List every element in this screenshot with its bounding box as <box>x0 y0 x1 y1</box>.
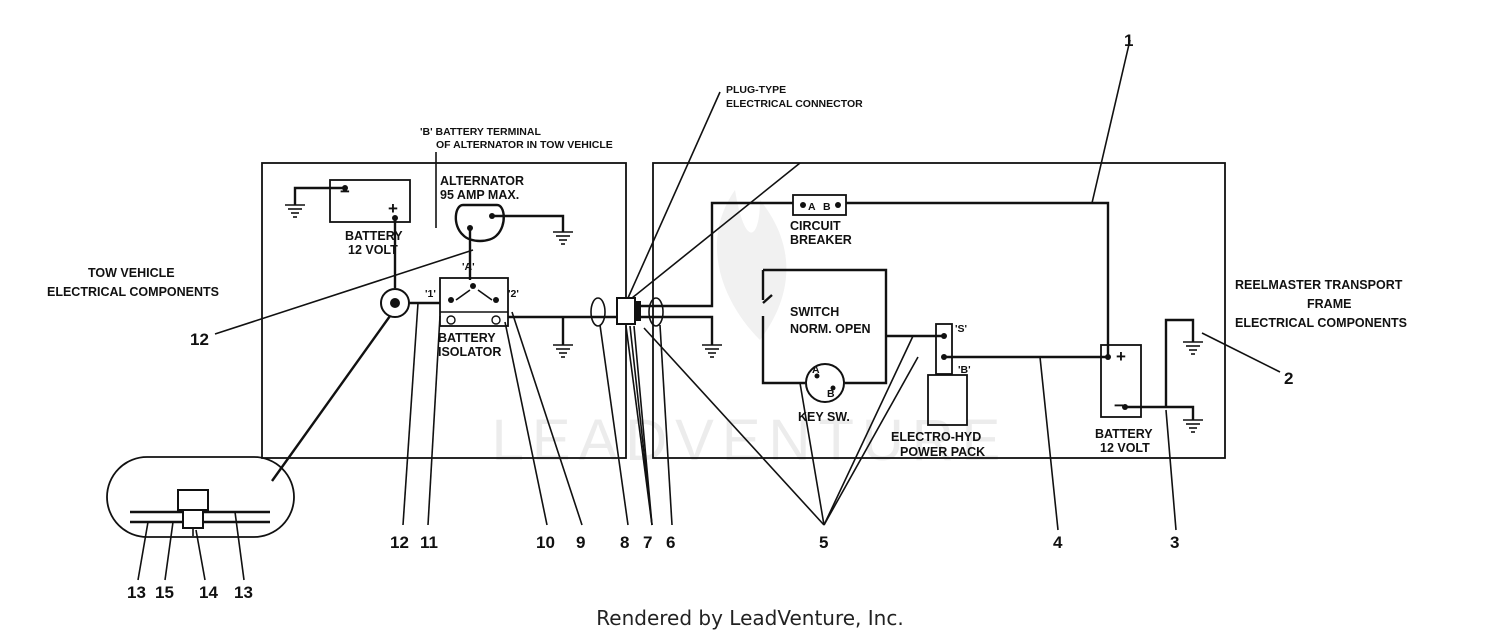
svg-text:+: + <box>1116 347 1126 366</box>
ground-stud-detail <box>106 456 295 538</box>
svg-text:ALTERNATOR: ALTERNATOR <box>440 174 524 188</box>
callout-13-b: 13 <box>234 583 253 602</box>
svg-text:95 AMP MAX.: 95 AMP MAX. <box>440 188 519 202</box>
ground-icon <box>285 204 305 218</box>
callout-numbers: 1 2 3 4 5 6 7 8 9 10 11 12 12 13 15 14 1… <box>127 31 1293 602</box>
callout-5: 5 <box>819 533 828 552</box>
callout-7: 7 <box>643 533 652 552</box>
svg-text:−: − <box>340 182 350 201</box>
reelmaster-label-2: FRAME <box>1307 297 1351 311</box>
switch-label-2: NORM. OPEN <box>790 322 871 336</box>
svg-text:ELECTRO-HYD: ELECTRO-HYD <box>891 430 981 444</box>
watermark: LEADVENTURE <box>492 190 1000 473</box>
svg-text:ISOLATOR: ISOLATOR <box>438 345 501 359</box>
ground-icon <box>1183 419 1203 433</box>
svg-text:12 VOLT: 12 VOLT <box>348 243 398 257</box>
battery-left: − + BATTERY 12 VOLT <box>329 179 411 257</box>
svg-text:B: B <box>827 388 835 400</box>
grommet-icon <box>380 288 410 318</box>
svg-text:'S': 'S' <box>955 323 967 335</box>
svg-text:B: B <box>823 201 831 213</box>
svg-text:A: A <box>808 201 816 213</box>
callout-13-a: 13 <box>127 583 146 602</box>
tow-vehicle-label-2: ELECTRICAL COMPONENTS <box>47 285 219 299</box>
key-switch: A B KEY SW. <box>798 363 850 424</box>
footer-credit: Rendered by LeadVenture, Inc. <box>596 606 904 630</box>
svg-text:'1': '1' <box>425 288 436 300</box>
svg-text:'B': 'B' <box>958 364 971 376</box>
callout-6: 6 <box>666 533 675 552</box>
callout-8: 8 <box>620 533 629 552</box>
callout-12-left: 12 <box>190 330 209 349</box>
ground-icon <box>702 344 722 358</box>
svg-text:BATTERY: BATTERY <box>1095 427 1153 441</box>
callout-2: 2 <box>1284 369 1293 388</box>
svg-text:BATTERY: BATTERY <box>438 331 496 345</box>
alternator: ALTERNATOR 95 AMP MAX. <box>440 174 524 243</box>
svg-text:BATTERY: BATTERY <box>345 229 403 243</box>
callout-11: 11 <box>420 533 438 552</box>
svg-text:KEY SW.: KEY SW. <box>798 410 850 424</box>
svg-text:+: + <box>388 199 398 218</box>
switch-label: SWITCH <box>790 305 839 319</box>
callout-12-bottom: 12 <box>390 533 409 552</box>
electro-hyd-power-pack: 'S' 'B' ELECTRO-HYD POWER PACK <box>891 323 985 459</box>
svg-text:ELECTRICAL CONNECTOR: ELECTRICAL CONNECTOR <box>726 98 863 110</box>
plug-connector: PLUG-TYPE ELECTRICAL CONNECTOR <box>616 84 863 325</box>
callout-1: 1 <box>1124 31 1133 50</box>
ground-icon <box>553 344 573 358</box>
svg-text:BREAKER: BREAKER <box>790 233 852 247</box>
callout-4: 4 <box>1053 533 1063 552</box>
callout-15: 15 <box>155 583 174 602</box>
circuit-breaker: A B CIRCUIT BREAKER <box>790 194 852 247</box>
callout-10: 10 <box>536 533 555 552</box>
svg-text:A: A <box>812 364 820 376</box>
svg-text:−: − <box>1114 396 1124 415</box>
svg-text:12 VOLT: 12 VOLT <box>1100 441 1150 455</box>
ground-icon <box>553 231 573 245</box>
ground-icon <box>1183 341 1203 355</box>
callout-14: 14 <box>199 583 218 602</box>
battery-right: + − BATTERY 12 VOLT <box>1095 344 1153 455</box>
svg-text:'2': '2' <box>508 288 519 300</box>
callout-3: 3 <box>1170 533 1179 552</box>
alt-terminal-a: 'A' <box>462 261 475 273</box>
battery-isolator: '1' '2' BATTERY ISOLATOR <box>425 277 519 359</box>
reelmaster-frame <box>652 162 1226 459</box>
leader-lines <box>137 39 1281 581</box>
reelmaster-label: REELMASTER TRANSPORT <box>1235 278 1403 292</box>
svg-text:CIRCUIT: CIRCUIT <box>790 219 841 233</box>
reelmaster-label-3: ELECTRICAL COMPONENTS <box>1235 316 1407 330</box>
tow-vehicle-label: TOW VEHICLE <box>88 266 175 280</box>
svg-text:PLUG-TYPE: PLUG-TYPE <box>726 84 786 96</box>
b-terminal-label: 'B' BATTERY TERMINAL <box>420 126 541 138</box>
svg-text:POWER PACK: POWER PACK <box>900 445 985 459</box>
callout-9: 9 <box>576 533 585 552</box>
b-terminal-label-2: OF ALTERNATOR IN TOW VEHICLE <box>436 139 613 151</box>
